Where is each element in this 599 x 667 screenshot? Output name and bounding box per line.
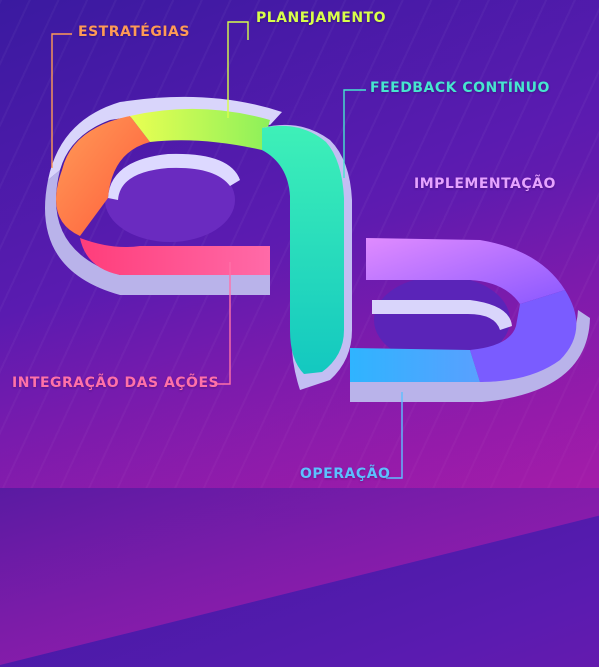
left-loop-wall <box>45 96 282 295</box>
segment-implementacao <box>366 238 565 304</box>
leader-estrategias <box>51 33 72 168</box>
leader-planejamento <box>236 21 249 40</box>
segment-planejamento <box>130 108 270 150</box>
leader-planejamento-drop <box>227 21 236 118</box>
left-loop-hole <box>105 158 235 242</box>
leader-lines <box>51 21 403 479</box>
label-planejamento: PLANEJAMENTO <box>256 10 387 26</box>
left-loop-inner-wall <box>108 153 240 200</box>
label-operacao: OPERAÇÃO <box>300 466 391 482</box>
right-loop-inner-wall <box>372 300 512 330</box>
segment-feedback-continuo <box>262 125 344 374</box>
segment-operacao <box>350 348 480 382</box>
label-feedback-continuo: FEEDBACK CONTÍNUO <box>370 80 550 96</box>
label-estrategias: ESTRATÉGIAS <box>78 24 190 40</box>
right-loop-hole <box>374 276 510 364</box>
segment-estrategias <box>56 116 150 236</box>
right-loop-wall <box>350 310 590 402</box>
leader-feedback <box>343 89 366 178</box>
segment-integracao <box>80 238 270 275</box>
segment-implementacao-curve <box>470 290 577 382</box>
label-implementacao: IMPLEMENTAÇÃO <box>414 176 556 192</box>
infinity-loop-diagram <box>45 21 590 479</box>
leader-operacao <box>386 392 403 479</box>
label-integracao-das-acoes: INTEGRAÇÃO DAS AÇÕES <box>12 375 220 391</box>
leader-integracao <box>214 262 231 385</box>
